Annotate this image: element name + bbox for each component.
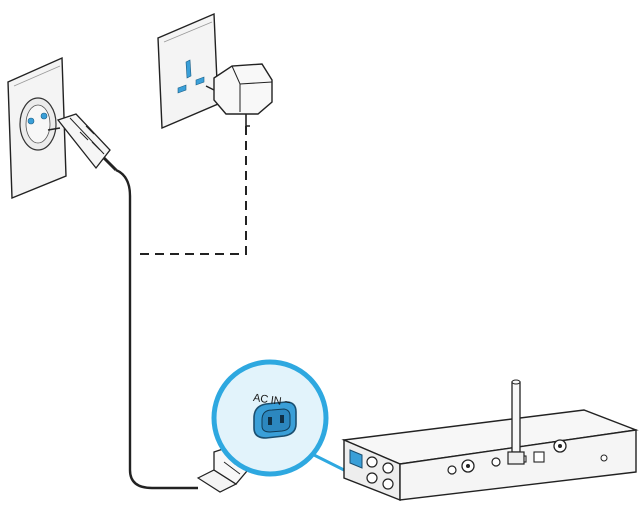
- ac-in-callout: [211, 359, 345, 477]
- streamer-device-icon: [341, 409, 639, 502]
- alternate-cable-dashed: [134, 126, 247, 255]
- uk-wall-socket-icon: [157, 12, 219, 130]
- antenna-icon: [507, 379, 525, 465]
- eu-wall-socket-icon: [7, 56, 67, 200]
- uk-plug-adapter-icon: [205, 63, 273, 127]
- power-cable: [115, 168, 198, 490]
- ac-in-socket-icon: [253, 401, 297, 439]
- eu-plug-icon: [47, 113, 118, 172]
